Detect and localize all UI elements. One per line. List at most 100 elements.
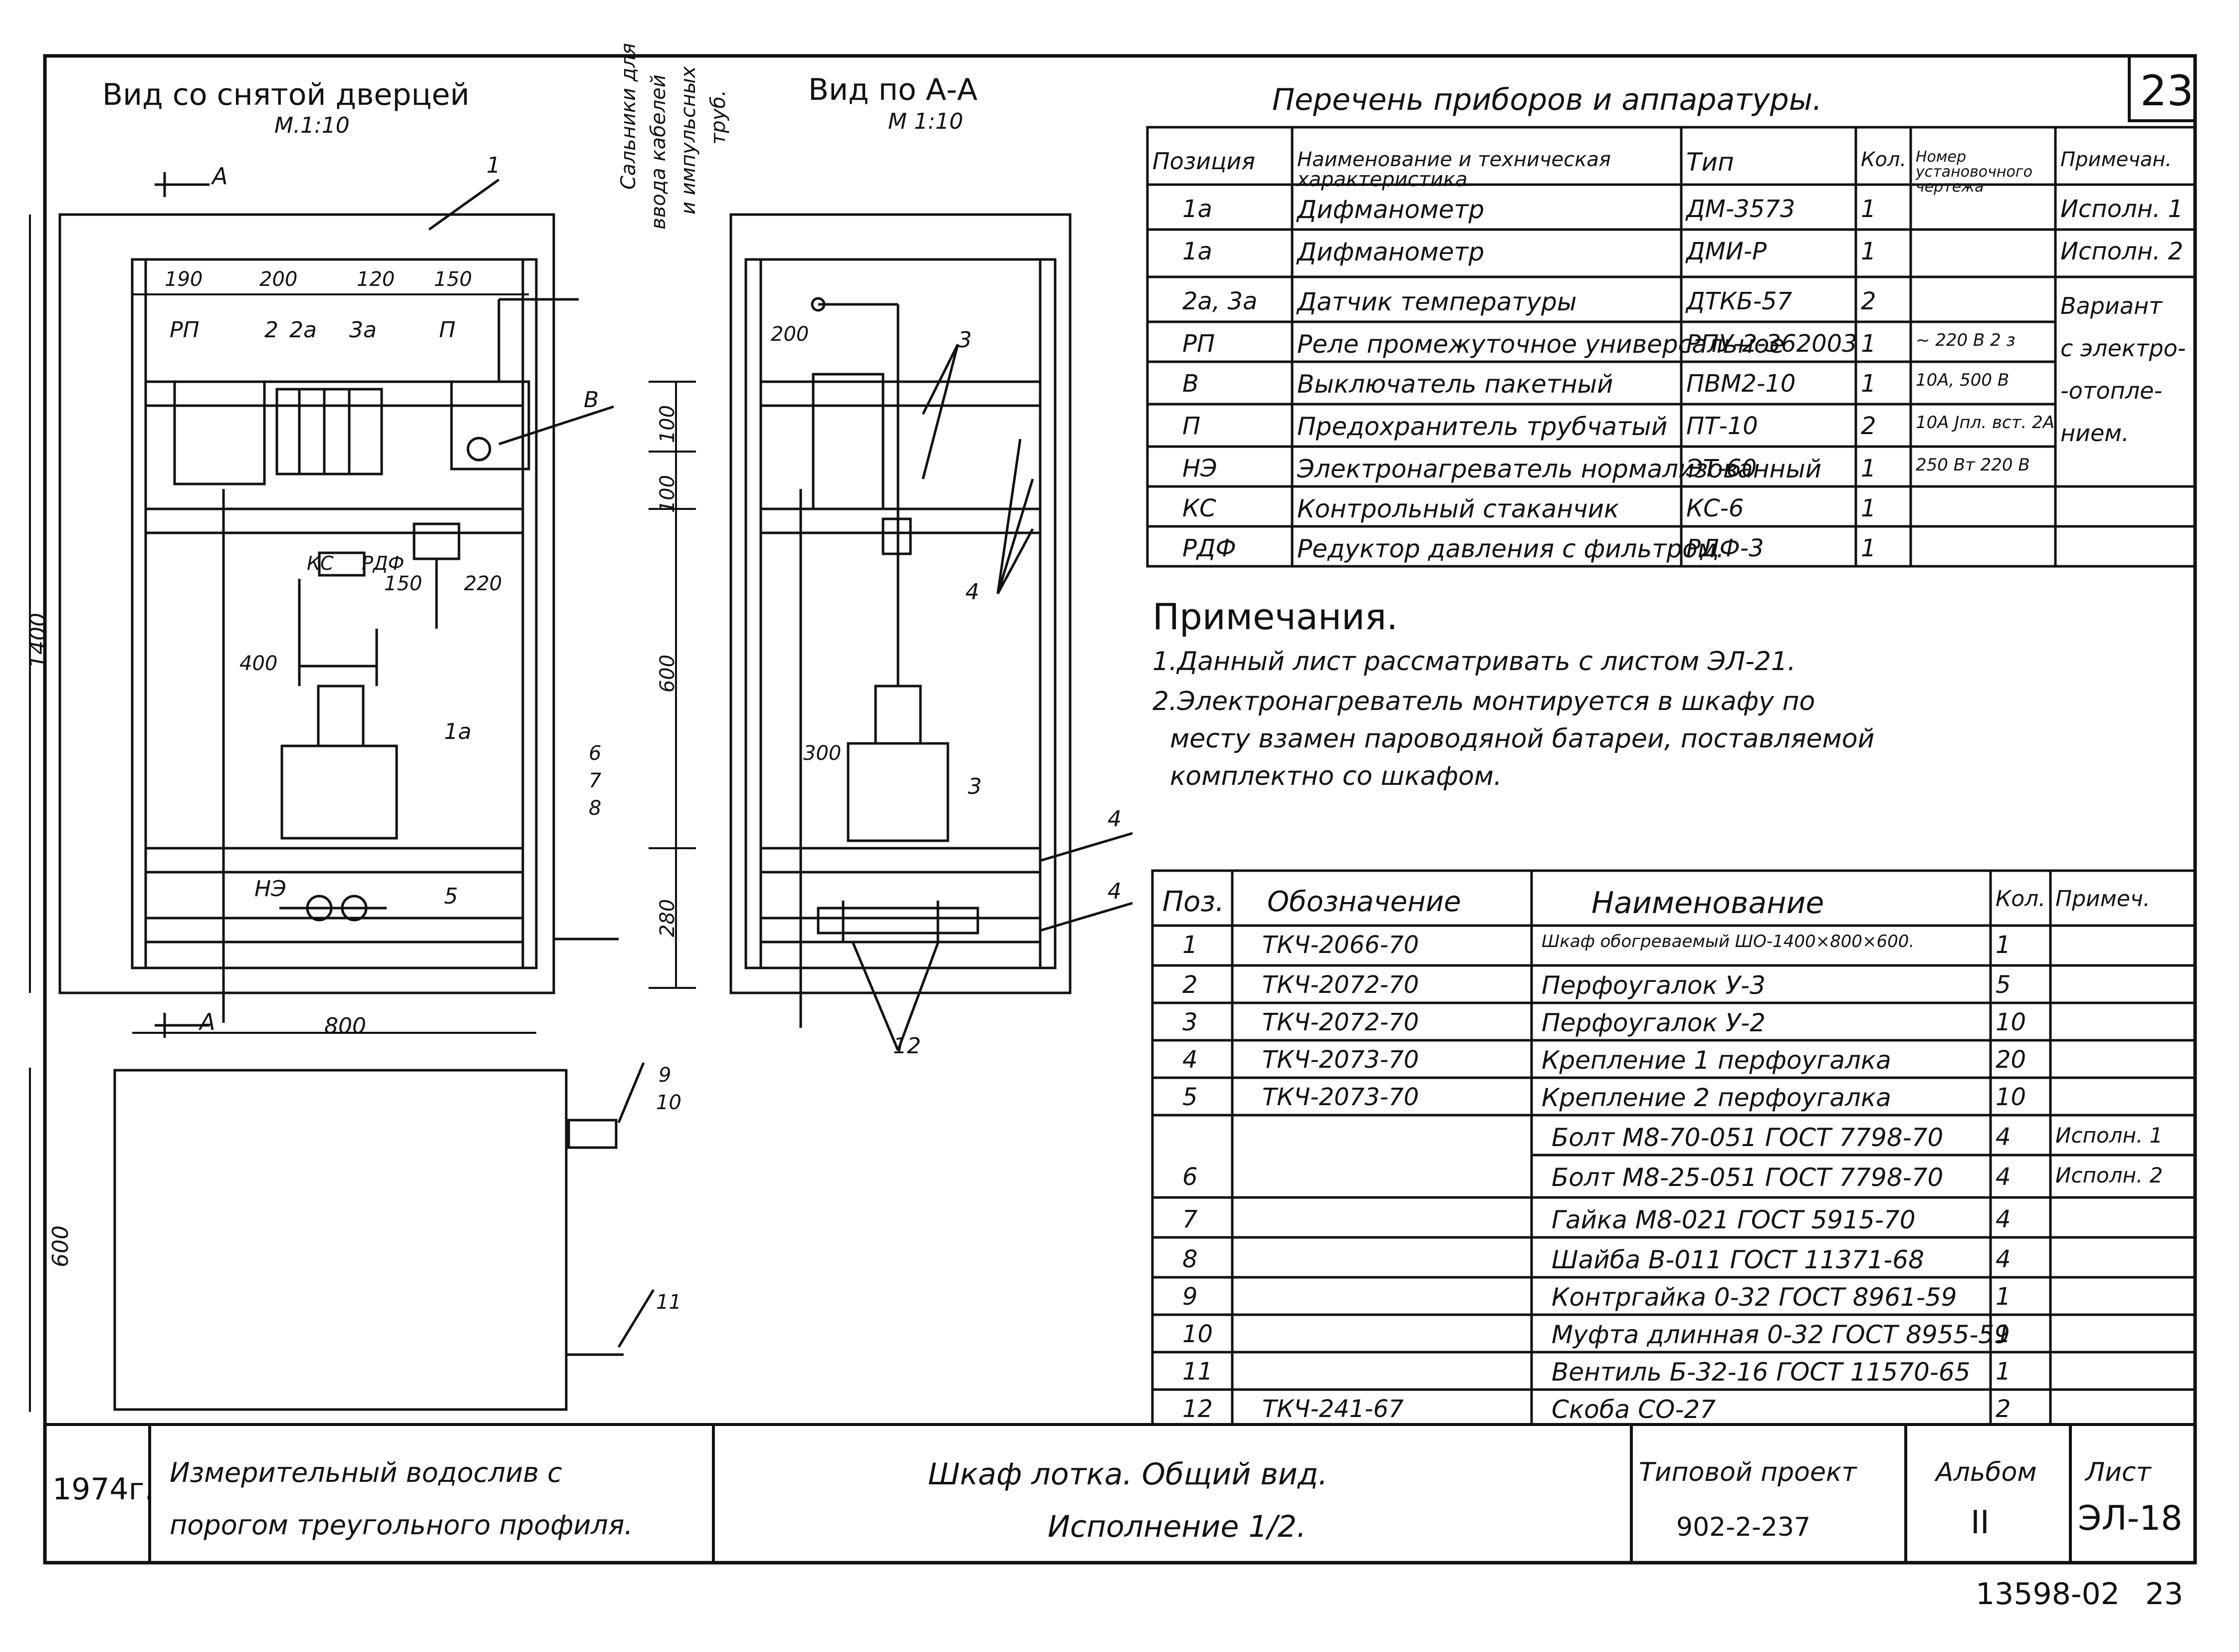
equipment-cell: Выключатель пакетный xyxy=(1297,370,1613,399)
front-view-title: Вид со снятой дверцей xyxy=(102,77,470,112)
tb-album-value: II xyxy=(1971,1504,1990,1541)
footer-code: 13598-02 xyxy=(1976,1577,2120,1612)
notes-line-2: 2.Электронагреватель монтируется в шкафу… xyxy=(1152,687,1815,716)
equipment-cell: ПВМ2-10 xyxy=(1686,370,1796,398)
sheet-number-box xyxy=(2128,54,2197,122)
equipment-cell: ПТ-10 xyxy=(1686,412,1758,440)
dim-150: 150 xyxy=(434,268,472,291)
tb-sheet-name-2: Исполнение 1/2. xyxy=(1048,1509,1307,1544)
equipment-cell: КС-6 xyxy=(1686,494,1744,522)
spec-cell: 5 xyxy=(1996,971,2011,999)
equipment-cell: 250 Вт 220 В xyxy=(1916,455,2030,475)
gland-note-4: труб. xyxy=(707,90,730,145)
label-1a: 1а xyxy=(444,719,471,744)
tb-album-label: Альбом xyxy=(1936,1457,2037,1487)
label-3a: 3а xyxy=(349,317,377,343)
spec-table-grid xyxy=(1151,869,2197,1426)
spec-cell: ТКЧ-2072-70 xyxy=(1262,1008,1419,1036)
spec-cell: 3 xyxy=(1182,1008,1198,1036)
gland-note-2: ввода кабелей xyxy=(647,74,670,230)
label-2a: 2а xyxy=(289,317,317,343)
label-rp: РП xyxy=(170,317,200,343)
dim-220: 220 xyxy=(464,572,502,595)
label-10: 10 xyxy=(656,1091,681,1114)
spec-cell: 4 xyxy=(1996,1205,2011,1233)
spec-cell: Шкаф обогреваемый ШО-1400×800×600. xyxy=(1542,932,1915,951)
dim-280: 280 xyxy=(656,899,679,938)
dim-100a: 100 xyxy=(656,405,679,444)
equipment-note-merged: с электро- xyxy=(2060,335,2186,362)
section-label-3b: 3 xyxy=(968,774,982,799)
plan-view xyxy=(113,1062,655,1411)
dim-400: 400 xyxy=(239,652,278,675)
spec-cell: Крепление 1 перфоугалка xyxy=(1542,1046,1891,1075)
label-ks: КС xyxy=(307,552,334,574)
equipment-cell: РП xyxy=(1182,330,1215,358)
equipment-cell: Дифманометр xyxy=(1297,237,1485,266)
equipment-cell: НЭ xyxy=(1182,455,1217,482)
equipment-cell: ДМИ-Р xyxy=(1686,237,1767,265)
spec-header-1: Обозначение xyxy=(1267,886,1461,918)
spec-cell: Контргайка 0-32 ГОСТ 8961-59 xyxy=(1552,1283,1957,1312)
dim-600-plan: 600 xyxy=(48,1225,73,1267)
label-11: 11 xyxy=(656,1291,681,1314)
spec-cell: 5 xyxy=(1182,1083,1198,1111)
section-label-12: 12 xyxy=(893,1033,921,1059)
tb-project-label: Типовой проект xyxy=(1639,1457,1857,1487)
equipment-cell: 1 xyxy=(1861,330,1876,358)
dim-section-300: 300 xyxy=(803,742,842,765)
label-rdf: РДФ xyxy=(362,552,405,574)
spec-cell: 4 xyxy=(1996,1123,2011,1151)
label-ne: НЭ xyxy=(254,876,286,902)
spec-cell: ТКЧ-2073-70 xyxy=(1262,1083,1419,1111)
spec-header-3: Кол. xyxy=(1996,886,2046,912)
section-view-title: Вид по А-А xyxy=(808,72,978,107)
label-5: 5 xyxy=(444,884,458,909)
tb-sheet-name-1: Шкаф лотка. Общий вид. xyxy=(928,1457,1328,1492)
equipment-cell: П xyxy=(1182,412,1201,440)
spec-cell: ТКЧ-2072-70 xyxy=(1262,971,1419,999)
equipment-cell: 1 xyxy=(1861,494,1876,522)
spec-cell: ТКЧ-2073-70 xyxy=(1262,1046,1419,1074)
spec-cell: ТКЧ-2066-70 xyxy=(1262,931,1419,959)
dim-800: 800 xyxy=(324,1013,366,1039)
spec-cell: 1 xyxy=(1996,1283,2011,1311)
equipment-cell: 1 xyxy=(1861,534,1876,562)
notes-line-4: комплектно со шкафом. xyxy=(1170,761,1502,791)
sheet-frame xyxy=(43,54,2197,1565)
label-8: 8 xyxy=(589,797,602,820)
spec-header-0: Поз. xyxy=(1162,886,1224,918)
spec-cell: Шайба В-011 ГОСТ 11371-68 xyxy=(1552,1245,1924,1274)
spec-cell: 9 xyxy=(1182,1283,1198,1311)
equipment-cell: 1 xyxy=(1861,237,1876,265)
spec-cell: Исполн. 1 xyxy=(2055,1123,2163,1148)
equipment-cell: РДФ xyxy=(1182,534,1236,562)
gland-note-1: Сальники для xyxy=(617,43,640,190)
spec-cell: Муфта длинная 0-32 ГОСТ 8955-59 xyxy=(1552,1320,2010,1349)
equipment-cell: Исполн. 1 xyxy=(2060,195,2184,223)
notes-title: Примечания. xyxy=(1152,596,1398,638)
front-view xyxy=(58,172,619,1038)
spec-cell: 1 xyxy=(1996,1320,2011,1348)
equipment-cell: ЭТ-60 xyxy=(1686,455,1757,482)
section-label-4a: 4 xyxy=(965,579,979,605)
equipment-cell: ~ 220 В 2 з xyxy=(1916,330,2015,350)
front-view-scale: М.1:10 xyxy=(274,113,350,138)
equipment-cell: Редуктор давления с фильтром. xyxy=(1297,534,1725,563)
spec-cell: 7 xyxy=(1182,1205,1198,1233)
label-9: 9 xyxy=(659,1064,672,1087)
label-2: 2 xyxy=(264,317,278,343)
label-7: 7 xyxy=(589,769,602,792)
spec-cell: 2 xyxy=(1996,1395,2011,1423)
equipment-cell: 1 xyxy=(1861,195,1876,223)
equipment-header-5: Примечан. xyxy=(2060,148,2172,171)
equipment-cell: Электронагреватель нормализованный xyxy=(1297,455,1822,483)
equipment-title: Перечень приборов и аппаратуры. xyxy=(1272,82,1822,117)
equipment-cell: 10А Јпл. вст. 2А xyxy=(1916,413,2054,433)
equipment-cell: Реле промежуточное универсальное xyxy=(1297,330,1785,359)
equipment-cell: Датчик температуры xyxy=(1297,287,1577,316)
spec-cell: Крепление 2 перфоугалка xyxy=(1542,1083,1891,1112)
spec-cell: Гайка М8-021 ГОСТ 5915-70 xyxy=(1552,1205,1916,1234)
spec-cell: 1 xyxy=(1182,931,1198,959)
tb-list-value: ЭЛ-18 xyxy=(2078,1499,2183,1538)
